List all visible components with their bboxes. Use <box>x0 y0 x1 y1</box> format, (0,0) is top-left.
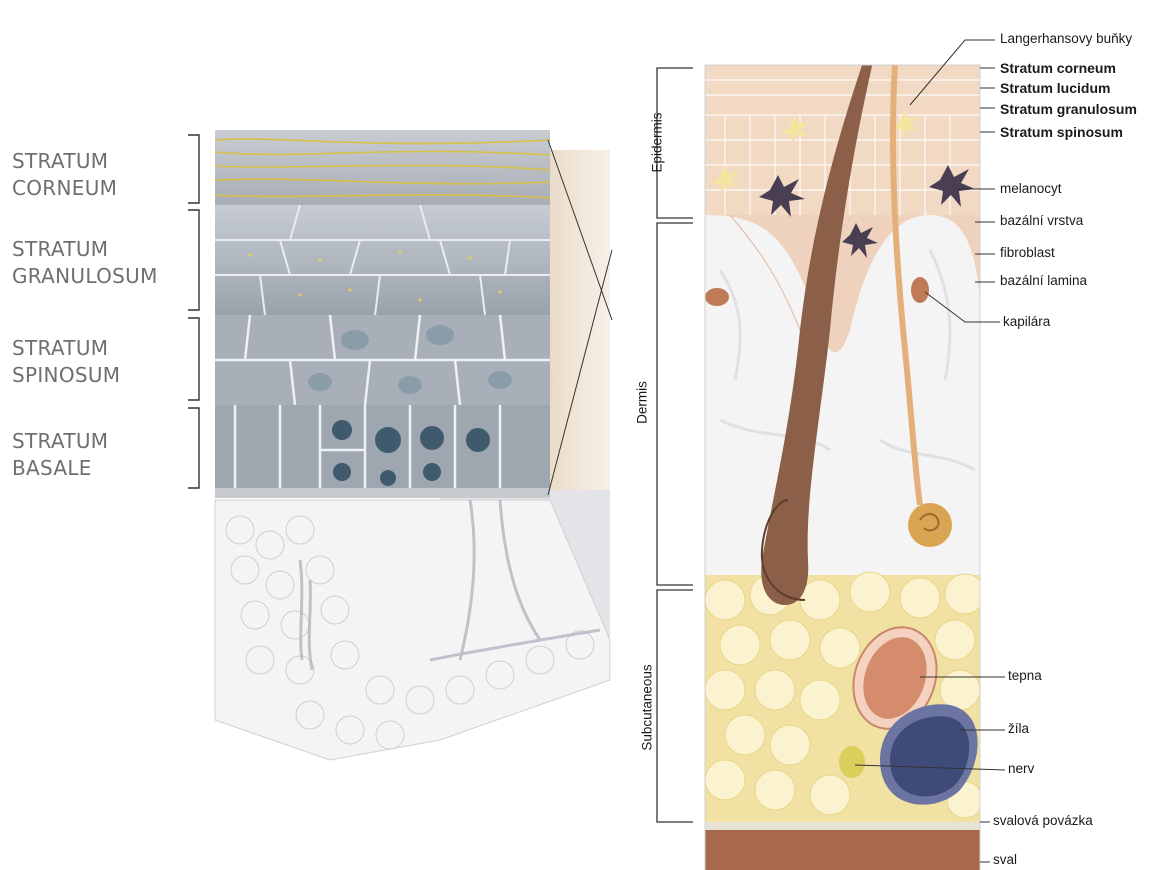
label-stratum-spinosum-right: Stratum spinosum <box>1000 124 1123 140</box>
label-sval: sval <box>993 852 1017 867</box>
region-label-subcutaneous: Subcutaneous <box>640 648 655 768</box>
label-melanocyt: melanocyt <box>1000 181 1062 196</box>
region-label-dermis: Dermis <box>635 358 650 448</box>
label-svalova-povazka: svalová povázka <box>993 813 1093 828</box>
label-fibroblast: fibroblast <box>1000 245 1055 260</box>
label-stratum-corneum-right: Stratum corneum <box>1000 60 1116 76</box>
label-stratum-lucidum: Stratum lucidum <box>1000 80 1110 96</box>
label-zila: žíla <box>1008 721 1029 736</box>
label-bazalni-lamina: bazální lamina <box>1000 273 1087 288</box>
label-kapilara: kapilára <box>1003 314 1050 329</box>
label-bazalni-vrstva: bazální vrstva <box>1000 213 1083 228</box>
label-nerv: nerv <box>1008 761 1034 776</box>
label-tepna: tepna <box>1008 668 1042 683</box>
label-stratum-granulosum-right: Stratum granulosum <box>1000 101 1137 117</box>
label-langerhans: Langerhansovy buňky <box>1000 31 1132 46</box>
region-label-epidermis: Epidermis <box>650 98 665 188</box>
